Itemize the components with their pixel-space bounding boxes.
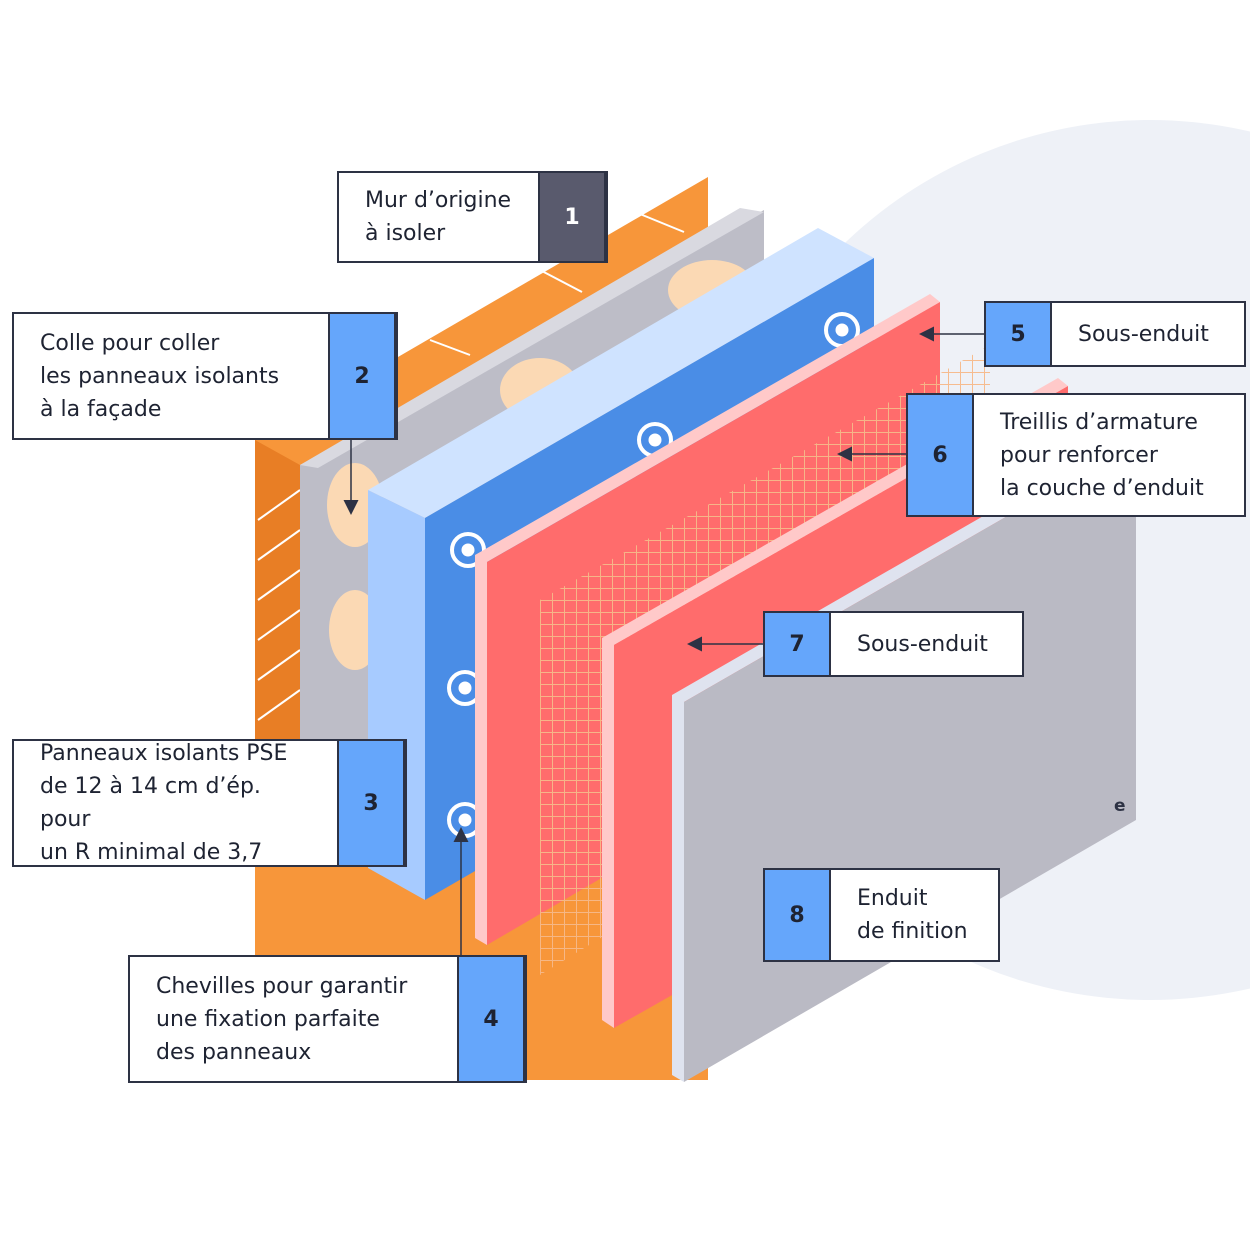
brand-mark: e: [1114, 796, 1126, 816]
callout-4-text: Chevilles pour garantir une fixation par…: [156, 973, 408, 1065]
callout-5-number: 5: [986, 303, 1052, 365]
callout-6-number: 6: [908, 395, 974, 515]
callout-4: Chevilles pour garantir une fixation par…: [128, 955, 527, 1083]
render-2-edge: [602, 378, 1068, 1028]
callout-3: Panneaux isolants PSE de 12 à 14 cm d’ép…: [12, 739, 407, 867]
render-1-edge: [475, 294, 940, 945]
insulation-top: [368, 228, 874, 518]
callout-7: 7 Sous-enduit: [763, 611, 1024, 677]
finish-edge: [672, 434, 1136, 1082]
callout-7-number: 7: [765, 613, 831, 675]
callout-3-number: 3: [337, 741, 405, 865]
brick-wall-side: [255, 440, 300, 760]
callout-5-text: Sous-enduit: [1078, 321, 1209, 347]
callout-2-number: 2: [328, 314, 396, 438]
callout-8-number: 8: [765, 870, 831, 960]
callout-1-number: 1: [538, 173, 606, 261]
wall-render-top: [300, 208, 764, 468]
callout-5: 5 Sous-enduit: [984, 301, 1246, 367]
callout-6-text: Treillis d’armature pour renforcer la co…: [1000, 409, 1204, 501]
callout-8-text: Enduit de finition: [857, 886, 968, 944]
callout-1-text: Mur d’origine à isoler: [365, 188, 512, 246]
callout-6: 6 Treillis d’armature pour renforcer la …: [906, 393, 1246, 517]
callout-2: Colle pour coller les panneaux isolants …: [12, 312, 398, 440]
callout-1: Mur d’origine à isoler 1: [337, 171, 608, 263]
leader-arrows: [343, 326, 984, 956]
callout-7-text: Sous-enduit: [857, 631, 988, 657]
callout-4-number: 4: [457, 957, 525, 1081]
callout-8: 8 Enduit de finition: [763, 868, 1000, 962]
callout-3-text: Panneaux isolants PSE de 12 à 14 cm d’ép…: [40, 741, 288, 865]
callout-2-text: Colle pour coller les panneaux isolants …: [40, 330, 280, 422]
